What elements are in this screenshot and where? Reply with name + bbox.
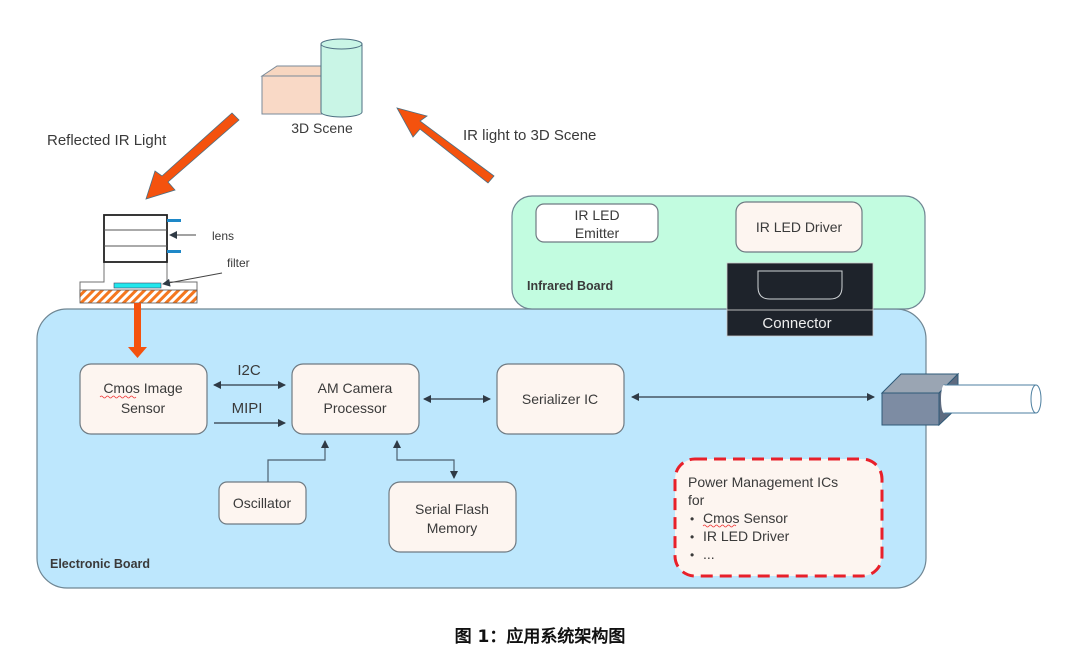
am-camera-label-1: AM Camera [318,380,393,396]
serializer-label: Serializer IC [522,391,598,407]
cmos-image-sensor-block: Cmos Image Sensor [79,363,208,435]
bullet: • [690,512,694,526]
power-item-3: ... [703,546,715,562]
ir-led-driver-label: IR LED Driver [756,219,843,235]
cable-connector-icon [880,372,1042,427]
infrared-board-label: Infrared Board [527,279,613,293]
power-title-2: for [688,492,705,508]
ir-to-scene-arrow [396,107,495,184]
reflected-ir-label: Reflected IR Light [47,132,167,149]
serializer-ic-block: Serializer IC [496,363,625,435]
light-to-sensor-arrow [128,303,147,358]
lens-label: lens [212,229,234,243]
flash-label-1: Serial Flash [415,501,489,517]
connector-label: Connector [762,315,831,332]
i2c-label: I2C [237,362,261,379]
ir-led-emitter-block: IR LED Emitter [535,203,659,243]
power-item-1: Cmos Sensor [703,510,788,526]
ir-led-emitter-label-1: IR LED [574,207,619,223]
bullet: • [690,548,694,562]
3d-scene-label: 3D Scene [291,120,353,136]
connector-block: Connector [726,262,874,337]
ir-led-driver-block: IR LED Driver [735,201,863,253]
ir-led-emitter-label-2: Emitter [575,225,620,241]
power-title-1: Power Management ICs [688,474,838,490]
figure-caption: 图 1：应用系统架构图 [454,627,626,647]
connector-port-icon [757,270,843,300]
ir-to-scene-label: IR light to 3D Scene [463,127,596,144]
bullet: • [690,530,694,544]
filter-label: filter [227,256,250,270]
flash-link [393,440,458,479]
am-camera-processor-block: AM Camera Processor [291,363,420,435]
camera-module-icon [79,214,223,304]
3d-scene-icon [260,38,363,118]
electronic-board-label: Electronic Board [50,557,150,571]
oscillator-link [267,440,329,482]
oscillator-block: Oscillator [218,481,307,525]
flash-label-2: Memory [427,520,478,536]
serial-flash-memory-block: Serial Flash Memory [388,481,517,553]
cmos-label-1: Cmos Image [103,380,183,396]
filter-icon [113,282,162,289]
reflected-ir-arrow [145,112,240,200]
am-camera-label-2: Processor [323,400,386,416]
cmos-label-2: Sensor [121,400,166,416]
mipi-label: MIPI [232,400,263,417]
power-item-2: IR LED Driver [703,528,790,544]
oscillator-label: Oscillator [233,495,292,511]
power-management-block: Power Management ICs for • Cmos Sensor •… [673,457,884,578]
